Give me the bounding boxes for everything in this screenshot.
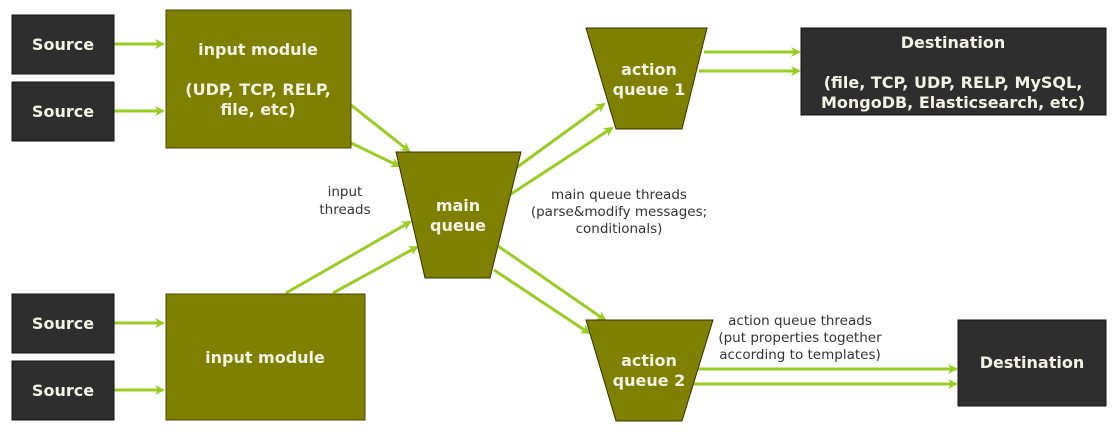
label-line: (put properties together <box>718 330 882 346</box>
action-queue-label: queue 1 <box>613 80 686 99</box>
arrow-input1-to-main-b <box>350 141 401 168</box>
input-threads-label: input threads <box>319 184 370 218</box>
label-line: main queue threads <box>551 187 687 203</box>
action-queue-label: action <box>621 60 677 79</box>
label-line: threads <box>319 202 370 218</box>
label-line: (parse&modify messages; <box>531 204 707 220</box>
destination-2: Destination <box>957 319 1107 407</box>
source-label: Source <box>32 381 94 400</box>
arrow-main-to-aq2-a <box>497 244 607 322</box>
action-queue-2: action queue 2 <box>585 319 714 422</box>
destination-detail: MongoDB, Elasticsearch, etc) <box>821 93 1085 112</box>
source-label: Source <box>32 35 94 54</box>
destination-title: Destination <box>980 353 1085 372</box>
main-queue: main queue <box>395 151 522 279</box>
arrow-input2-to-main-b <box>332 245 419 295</box>
input-module-1: input module (UDP, TCP, RELP, file, etc) <box>165 9 352 149</box>
action-queue-label: queue 2 <box>613 371 686 390</box>
action-queue-1: action queue 1 <box>585 27 708 130</box>
main-queue-label: main <box>436 196 480 215</box>
source-label: Source <box>32 102 94 121</box>
arrow-main-to-aq1-a <box>515 102 606 170</box>
input-module-2: input module <box>165 293 366 421</box>
input-module-title: input module <box>205 348 325 367</box>
arrow-input2-to-main-a <box>285 220 412 295</box>
destination-title: Destination <box>901 33 1006 52</box>
arrow-input1-to-main-a <box>350 103 411 153</box>
arrows <box>114 39 958 395</box>
input-module-detail: (UDP, TCP, RELP, <box>185 80 330 99</box>
arrow-main-to-aq1-b <box>507 126 614 198</box>
label-line: according to templates) <box>719 347 881 363</box>
label-line: action queue threads <box>728 313 872 329</box>
action-queue-label: action <box>621 351 677 370</box>
label-line: input <box>328 184 363 200</box>
source-label: Source <box>32 314 94 333</box>
action-queue-threads-label: action queue threads (put properties tog… <box>718 313 882 363</box>
main-queue-label: queue <box>430 216 486 235</box>
main-queue-threads-label: main queue threads (parse&modify message… <box>531 187 707 237</box>
destination-1: Destination (file, TCP, UDP, RELP, MySQL… <box>800 27 1107 116</box>
input-module-title: input module <box>198 40 318 59</box>
source-box: Source <box>11 293 115 354</box>
source-box: Source <box>11 14 115 75</box>
source-box: Source <box>11 81 115 142</box>
arrow-main-to-aq2-b <box>493 268 591 335</box>
label-line: conditionals) <box>576 221 663 237</box>
source-box: Source <box>11 360 115 421</box>
destination-detail: (file, TCP, UDP, RELP, MySQL, <box>824 73 1083 92</box>
input-module-detail: file, etc) <box>220 100 295 119</box>
